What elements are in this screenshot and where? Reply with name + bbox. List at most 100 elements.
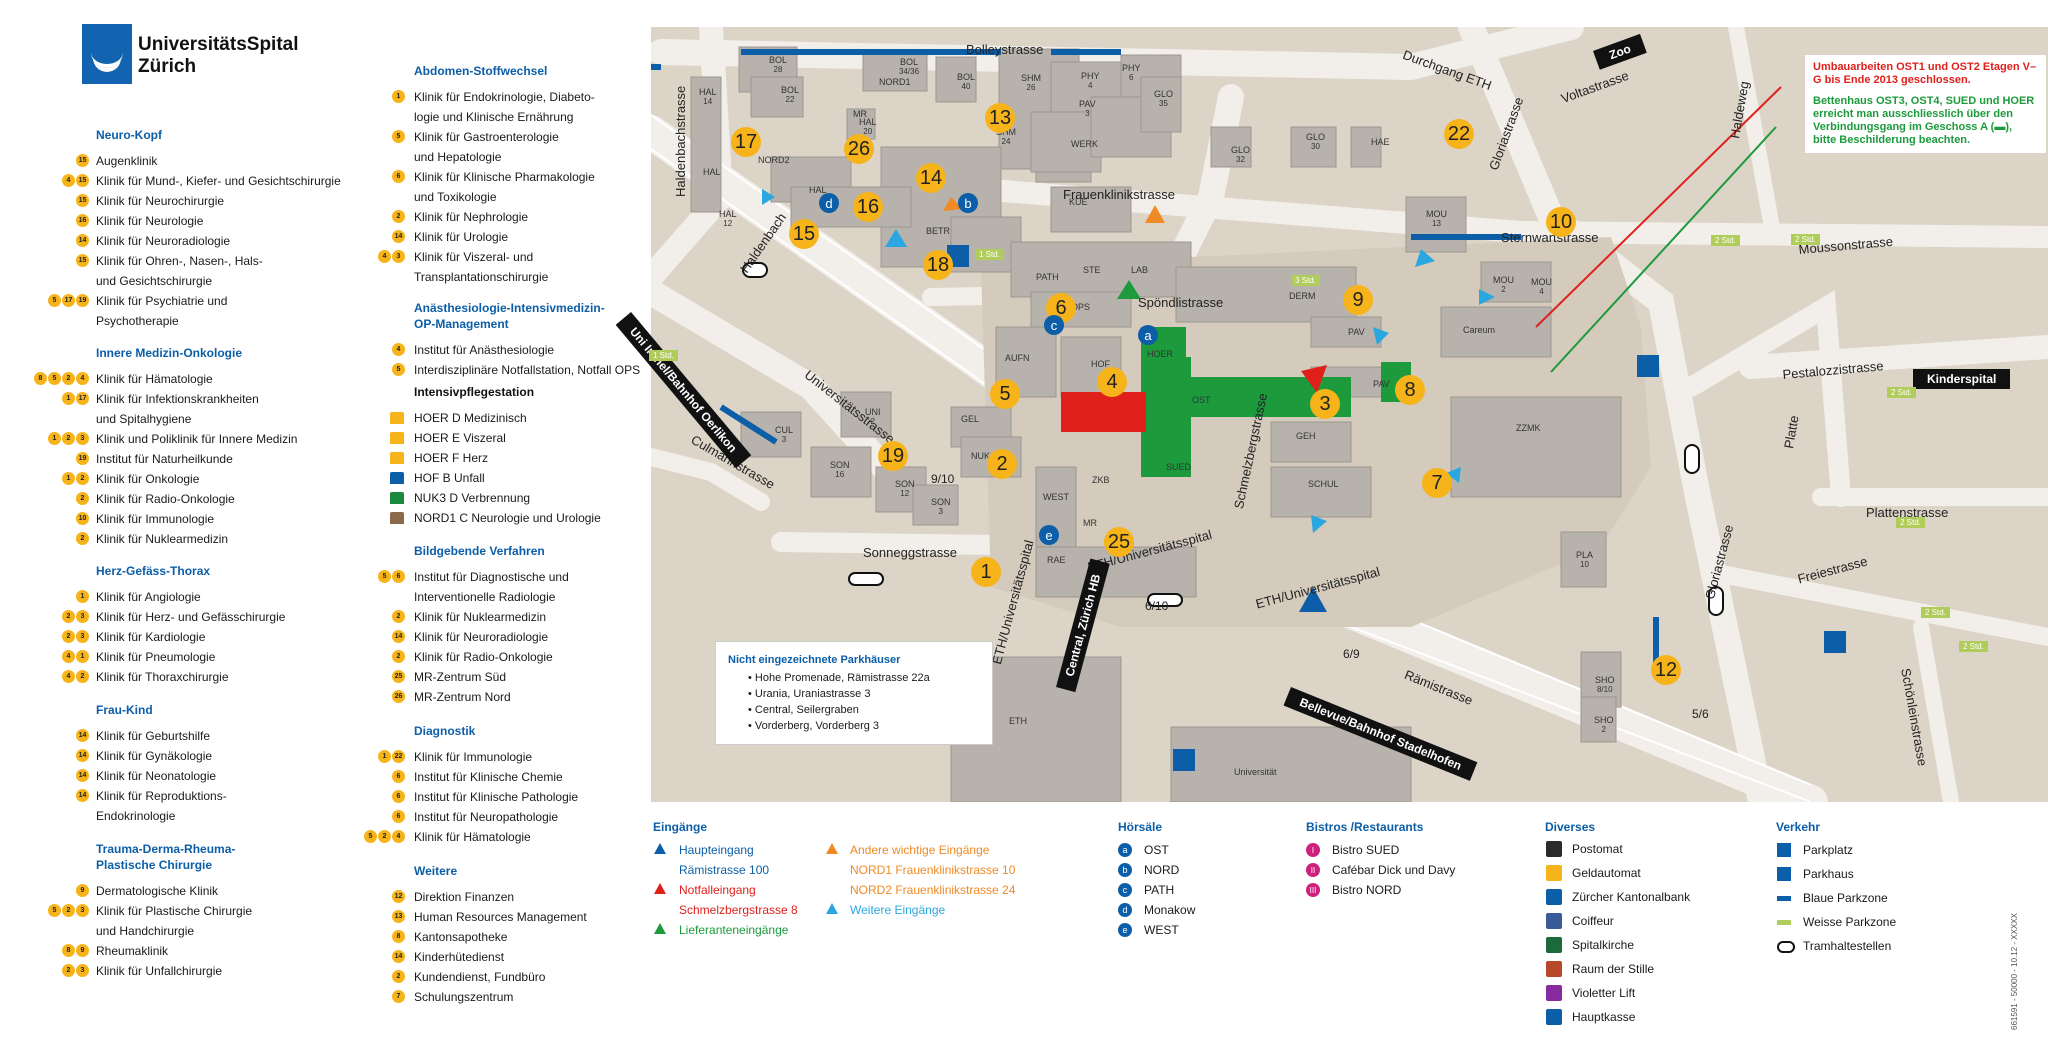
building-label[interactable]: WEST xyxy=(1043,492,1069,502)
building-label[interactable]: GEL xyxy=(961,414,979,424)
building-number-marker[interactable]: 16 xyxy=(853,192,883,222)
building-number-marker[interactable]: 8 xyxy=(1395,375,1425,405)
street-label: Haldenbachstrasse xyxy=(673,85,688,197)
building-number-marker[interactable]: 26 xyxy=(844,134,874,164)
direction-sign[interactable]: Kinderspital xyxy=(1913,369,2011,389)
building-label[interactable]: OPS xyxy=(1071,302,1090,312)
building-label[interactable]: NORD1 xyxy=(879,77,911,87)
building-label[interactable]: KUE xyxy=(1069,197,1088,207)
building-number-marker[interactable]: 10 xyxy=(1546,207,1576,237)
building-label[interactable]: AUFN xyxy=(1005,353,1030,363)
building-number-badge: 15 xyxy=(76,154,89,167)
building-number-marker[interactable]: 5 xyxy=(990,379,1020,409)
lecture-hall-marker[interactable]: d xyxy=(819,193,839,213)
building-label[interactable]: PATH xyxy=(1036,272,1059,282)
lecture-hall-marker[interactable]: b xyxy=(958,193,978,213)
building-number-marker[interactable]: 18 xyxy=(923,250,953,280)
building-label[interactable]: SUED xyxy=(1166,462,1191,472)
building-number-marker[interactable]: 14 xyxy=(916,163,946,193)
building-number-marker[interactable]: 2 xyxy=(987,449,1017,479)
lecture-hall-marker[interactable]: a xyxy=(1138,325,1158,345)
building-label[interactable]: STE xyxy=(1083,265,1101,275)
building-label[interactable]: NORD2 xyxy=(758,155,790,165)
building-number-badges: 7 xyxy=(392,990,405,1004)
building-label[interactable]: MR xyxy=(1083,518,1097,528)
building-label[interactable]: OST xyxy=(1192,395,1211,405)
building-label[interactable]: Universität xyxy=(1234,767,1277,777)
building-label-line: CUL xyxy=(775,425,794,435)
building-label[interactable]: NUK xyxy=(971,451,990,461)
building-label[interactable]: HOF xyxy=(1091,359,1110,369)
lecture-hall-legend-item: NORD xyxy=(1144,863,1180,877)
building-label[interactable]: ZKB xyxy=(1092,475,1110,485)
building-label[interactable]: PAV xyxy=(1348,327,1365,337)
building-number-marker[interactable]: 13 xyxy=(985,103,1015,133)
building-label[interactable]: BETR xyxy=(926,226,950,236)
building-number-marker[interactable]: 25 xyxy=(1104,527,1134,557)
diverses-legend-item: Geldautomat xyxy=(1572,866,1641,880)
building-label[interactable]: HAE xyxy=(1371,137,1390,147)
building-label[interactable]: HAL xyxy=(809,185,827,195)
legend-section-title: Weitere xyxy=(414,864,458,878)
building-number-marker[interactable]: 17 xyxy=(731,127,761,157)
legend-clinic-entry: Klinik für Gynäkologie xyxy=(96,749,213,763)
building-number-marker[interactable]: 9 xyxy=(1343,285,1373,315)
building-number-marker[interactable]: 3 xyxy=(1310,389,1340,419)
tram-stops xyxy=(742,262,1724,616)
building-number-badges: 2 xyxy=(392,650,405,664)
building-number-marker[interactable]: 7 xyxy=(1422,468,1452,498)
lecture-hall-marker[interactable]: c xyxy=(1044,315,1064,335)
legend-clinic-entry: Schulungszentrum xyxy=(414,990,514,1004)
building-label[interactable]: HAL xyxy=(703,167,721,177)
building-label[interactable]: MR xyxy=(853,109,867,119)
building-label[interactable]: PAV xyxy=(1373,379,1390,389)
building-number-marker[interactable]: 15 xyxy=(789,219,819,249)
building-label[interactable]: WERK xyxy=(1071,139,1098,149)
building-label[interactable]: SCHUL xyxy=(1308,479,1339,489)
building-number-marker[interactable]: 22 xyxy=(1444,119,1474,149)
lecture-hall-marker[interactable]: e xyxy=(1039,525,1059,545)
verkehr-legend-item: Parkhaus xyxy=(1803,867,1854,881)
building-label[interactable]: ZZMK xyxy=(1516,423,1541,433)
building-label[interactable]: RAE xyxy=(1047,555,1066,565)
building-label[interactable]: GEH xyxy=(1296,431,1316,441)
building-label-line: GLO xyxy=(1306,132,1326,142)
building-label[interactable]: LAB xyxy=(1131,265,1148,275)
parking-time-marker: 2 Std. xyxy=(1887,387,1916,398)
building-label[interactable]: DERM xyxy=(1289,291,1316,301)
building-label[interactable]: HOER xyxy=(1147,349,1173,359)
building-number-marker[interactable]: 12 xyxy=(1651,655,1681,685)
building-label[interactable]: ETH xyxy=(1009,716,1027,726)
building-number-marker[interactable]: 19 xyxy=(878,441,908,471)
building-number-marker[interactable]: 1 xyxy=(971,557,1001,587)
building-number-marker[interactable]: 4 xyxy=(1097,367,1127,397)
building-label[interactable]: Careum xyxy=(1463,325,1495,335)
